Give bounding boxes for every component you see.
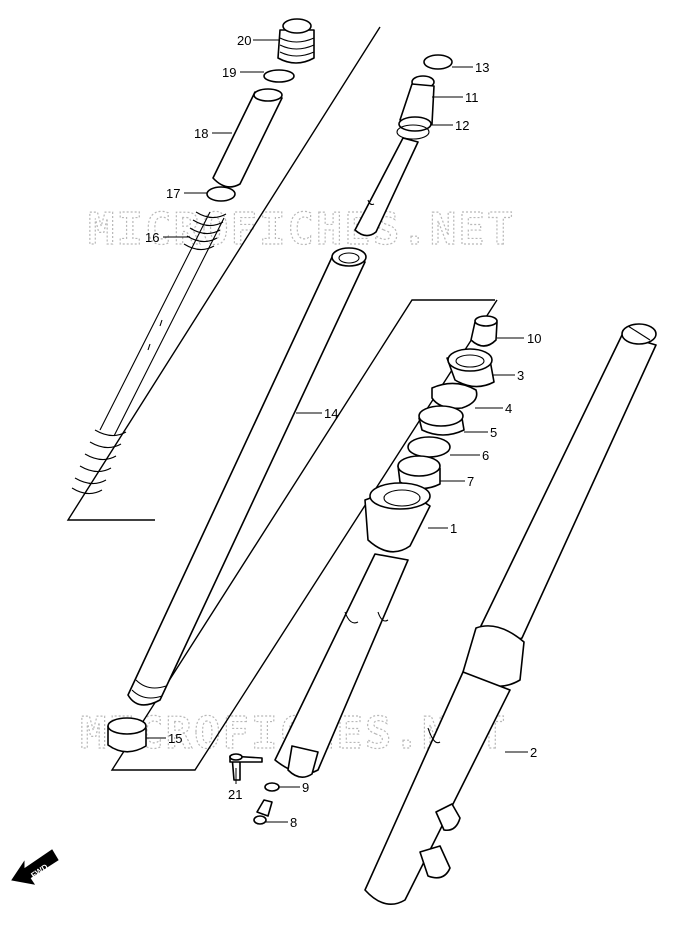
callout-8: 8 — [290, 815, 297, 830]
callout-15: 15 — [168, 731, 182, 746]
callout-1: 1 — [450, 521, 457, 536]
oil-lock-piece[interactable] — [470, 315, 498, 347]
frame-upper — [66, 26, 381, 521]
drain-bolt[interactable] — [229, 753, 263, 781]
callout-4: 4 — [505, 401, 512, 416]
callout-13: 13 — [475, 60, 489, 75]
callout-3: 3 — [517, 368, 524, 383]
guide-bushing[interactable] — [107, 717, 147, 753]
callout-17: 17 — [166, 186, 180, 201]
damper-rod[interactable] — [354, 137, 419, 237]
callout-21: 21 — [228, 787, 242, 802]
callout-14: 14 — [324, 406, 338, 421]
fwd-arrow-icon: FWD — [11, 849, 59, 885]
spring-washer[interactable] — [206, 186, 236, 202]
dust-seal[interactable] — [446, 348, 495, 388]
callout-9: 9 — [302, 780, 309, 795]
callout-12: 12 — [455, 118, 469, 133]
callout-2: 2 — [530, 745, 537, 760]
callout-7: 7 — [467, 474, 474, 489]
snap-ring[interactable] — [431, 382, 478, 410]
o-ring[interactable] — [263, 69, 295, 83]
spacer-tube[interactable] — [212, 88, 283, 188]
leader-lines — [146, 39, 528, 823]
damper-rod-bolt[interactable] — [253, 799, 273, 825]
callout-6: 6 — [482, 448, 489, 463]
callout-11: 11 — [465, 90, 479, 105]
callout-5: 5 — [490, 425, 497, 440]
seal-spacer[interactable] — [407, 436, 451, 458]
frame-lower — [110, 299, 498, 771]
callout-10: 10 — [527, 331, 541, 346]
fork-outer-tube-assy[interactable] — [364, 323, 657, 906]
outer-tube[interactable] — [274, 482, 431, 778]
callout-19: 19 — [222, 65, 236, 80]
fork-spring[interactable] — [71, 211, 227, 495]
callout-20: 20 — [237, 33, 251, 48]
inner-o-ring[interactable] — [423, 54, 453, 70]
callout-16: 16 — [145, 230, 159, 245]
watermark-top: MICROFICHES.NET — [88, 204, 515, 255]
damper-rod-piston[interactable] — [396, 75, 435, 140]
oil-seal[interactable] — [418, 405, 465, 436]
cap-bolt[interactable] — [277, 18, 315, 64]
inner-tube[interactable] — [127, 247, 367, 706]
callout-18: 18 — [194, 126, 208, 141]
gasket[interactable] — [264, 782, 280, 792]
